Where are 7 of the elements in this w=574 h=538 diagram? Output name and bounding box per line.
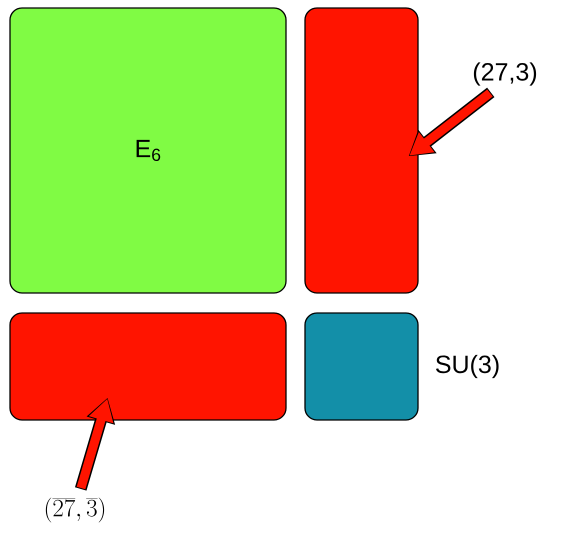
rounded-box bbox=[9, 312, 287, 421]
label-text: $(\overline{27},\overline{3})$ bbox=[46, 498, 104, 522]
side-label: SU(3) bbox=[436, 354, 499, 378]
rounded-box bbox=[304, 7, 419, 294]
rounded-box: E$_{6}$ bbox=[9, 7, 287, 294]
label-text: (27,3) bbox=[474, 62, 536, 86]
rounded-box bbox=[304, 312, 419, 421]
